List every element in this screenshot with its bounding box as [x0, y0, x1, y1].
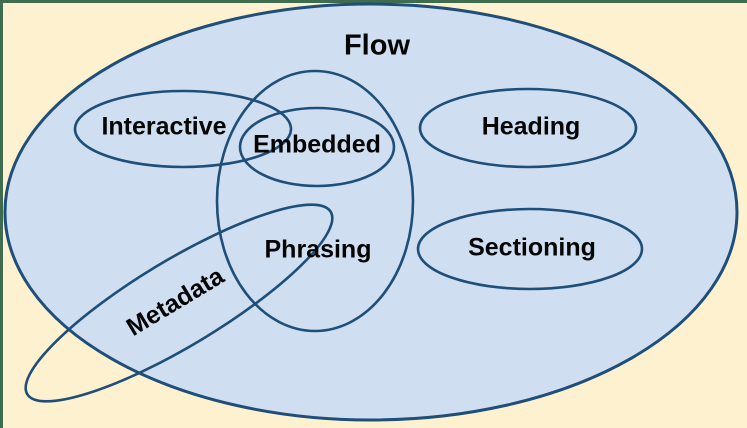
- set-label-heading: Heading: [482, 113, 581, 141]
- set-label-embedded: Embedded: [253, 131, 381, 159]
- border-top-edge: [0, 0, 747, 3]
- set-ellipse-metadata[interactable]: [5, 175, 353, 428]
- set-ellipse-flow[interactable]: [3, 2, 739, 422]
- set-label-sectioning: Sectioning: [468, 234, 596, 262]
- set-ellipse-heading[interactable]: [418, 87, 638, 169]
- outline-set-group: [5, 69, 644, 428]
- filled-set-group: [3, 2, 739, 422]
- set-ellipse-interactive[interactable]: [73, 89, 293, 169]
- set-ellipse-embedded[interactable]: [238, 106, 396, 188]
- set-label-phrasing: Phrasing: [265, 236, 372, 264]
- set-ellipse-phrasing[interactable]: [215, 69, 415, 333]
- set-ellipse-sectioning[interactable]: [416, 207, 644, 291]
- set-label-flow: Flow: [344, 30, 410, 62]
- set-label-interactive: Interactive: [101, 113, 226, 141]
- border-left-edge: [0, 0, 3, 428]
